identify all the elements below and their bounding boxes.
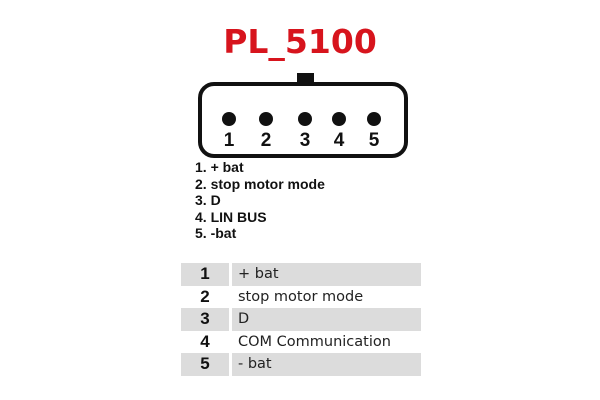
table-row: 2 stop motor mode (181, 285, 421, 308)
table-row: 3 D (181, 308, 421, 331)
pin-number-cell: 3 (181, 308, 229, 331)
legend-item: 3. D (195, 192, 221, 208)
pin-3-label: 3 (299, 130, 311, 151)
pin-2-dot (259, 112, 273, 126)
legend-item: 4. LIN BUS (195, 208, 267, 225)
cell-gap (229, 353, 232, 376)
pin-1-dot (222, 112, 236, 126)
cell-gap (229, 330, 232, 353)
pin-description-cell: D (232, 308, 421, 331)
legend-item: 5. -bat (195, 225, 237, 241)
pin-number-cell: 5 (181, 353, 229, 376)
table-row: 5 - bat (181, 353, 421, 376)
pin-description-cell: - bat (232, 353, 421, 376)
pin-number-cell: 2 (200, 286, 210, 306)
cell-gap (229, 263, 232, 286)
pin-3-dot (298, 112, 312, 126)
pin-1-label: 1 (223, 130, 235, 151)
pin-description-cell: COM Communication (238, 333, 391, 350)
pin-number-cell: 1 (181, 263, 229, 286)
pin-5-label: 5 (368, 130, 380, 151)
legend-item: 2. stop motor mode (195, 175, 325, 192)
pin-number-cell: 4 (200, 331, 210, 351)
pin-description-cell: stop motor mode (238, 288, 364, 305)
pin-4-dot (332, 112, 346, 126)
cell-gap (229, 308, 232, 331)
cell-gap (229, 285, 232, 308)
legend-item: 1. + bat (195, 159, 244, 175)
pin-2-label: 2 (260, 130, 272, 151)
pin-assignment-table: 1 + bat 2 stop motor mode 3 D 4 COM Comm… (181, 263, 421, 376)
diagram-title: PL_5100 (223, 22, 377, 61)
pin-4-label: 4 (333, 130, 345, 151)
pin-description-cell: + bat (232, 263, 421, 286)
pin-legend-list: 1. + bat 2. stop motor mode 3. D 4. LIN … (195, 159, 325, 242)
table-row: 4 COM Communication (181, 330, 421, 353)
pin-5-dot (367, 112, 381, 126)
table-row: 1 + bat (181, 263, 421, 286)
